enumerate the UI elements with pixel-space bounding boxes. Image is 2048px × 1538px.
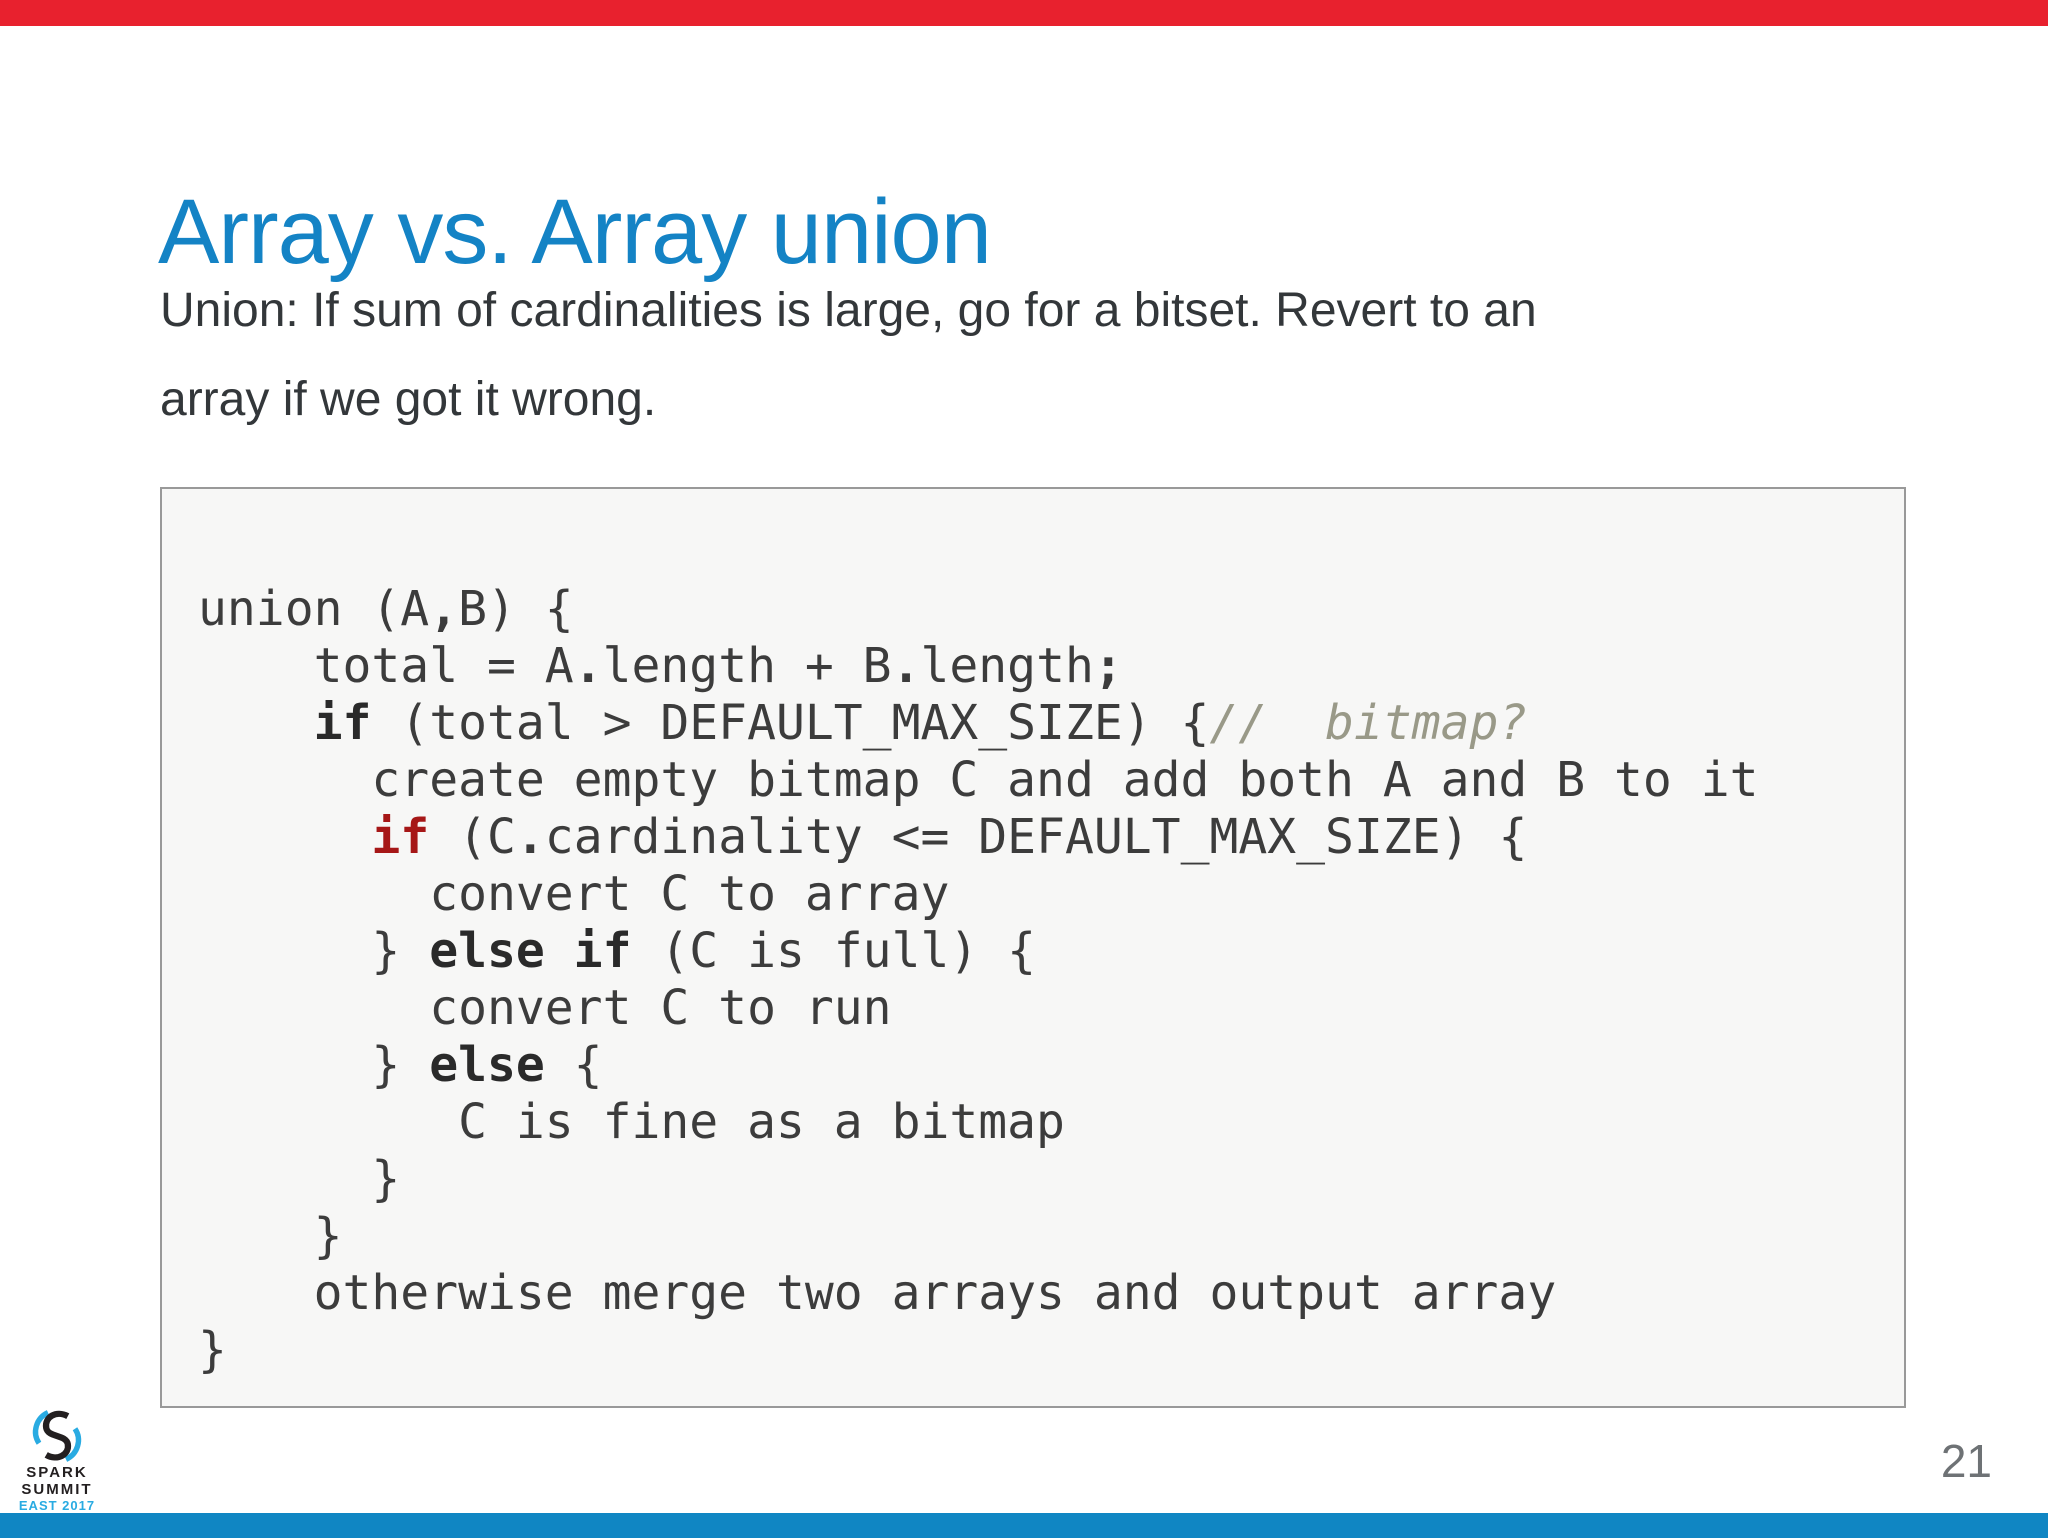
code-segment: .	[573, 638, 603, 694]
code-segment: create empty bitmap C and add both A and…	[198, 752, 1759, 808]
code-segment: convert C to array	[198, 866, 950, 922]
code-segment: .	[891, 638, 921, 694]
body-line-2: array if we got it wrong.	[160, 373, 657, 426]
code-segment: if	[313, 695, 372, 751]
code-segment: C is fine as a bitmap	[198, 1094, 1065, 1150]
code-segment: (C is full) {	[631, 923, 1037, 979]
code-segment: {	[544, 1037, 603, 1093]
top-red-bar	[0, 0, 2048, 26]
code-segment: if	[371, 809, 430, 865]
code-segment: else	[429, 1037, 545, 1093]
code-segment	[198, 809, 371, 865]
code-segment	[198, 695, 314, 751]
code-segment: (total > DEFAULT_MAX_SIZE) {	[371, 695, 1210, 751]
code-segment: length + B	[602, 638, 892, 694]
code-segment: }	[198, 1151, 401, 1207]
code-segment: union (A	[198, 581, 430, 637]
spark-summit-logo: SPARK SUMMIT EAST 2017	[16, 1408, 98, 1513]
page-number: 21	[1940, 1435, 1992, 1487]
code-segment: convert C to run	[198, 980, 892, 1036]
code-segment: }	[198, 1322, 227, 1378]
code-line: C is fine as a bitmap	[198, 1094, 1894, 1151]
code-line: }	[198, 1151, 1894, 1208]
code-line: if (total > DEFAULT_MAX_SIZE) {// bitmap…	[198, 695, 1894, 752]
code-line: union (A,B) {	[198, 581, 1894, 638]
code-block: union (A,B) { total = A.length + B.lengt…	[160, 487, 1906, 1408]
code-segment: }	[198, 923, 430, 979]
code-segment: }	[198, 1208, 343, 1264]
code-line: convert C to run	[198, 980, 1894, 1037]
spark-summit-swirl-icon	[32, 1410, 82, 1462]
code-line: otherwise merge two arrays and output ar…	[198, 1265, 1894, 1322]
code-line: } else if (C is full) {	[198, 923, 1894, 980]
code-segment: length	[920, 638, 1094, 694]
code-segment: }	[198, 1037, 430, 1093]
logo-text-spark: SPARK	[26, 1464, 88, 1481]
logo-text-east2017: EAST 2017	[18, 1498, 96, 1513]
code-segment: cardinality <= DEFAULT_MAX_SIZE) {	[544, 809, 1528, 865]
code-segment: else if	[429, 923, 632, 979]
code-segment: .	[515, 809, 545, 865]
code-segment: ,	[429, 581, 459, 637]
code-segment: ;	[1093, 638, 1123, 694]
code-line: convert C to array	[198, 866, 1894, 923]
code-segment: B) {	[458, 581, 574, 637]
page-title: Array vs. Array union	[158, 180, 992, 283]
code-line: }	[198, 1208, 1894, 1265]
bottom-blue-bar	[0, 1513, 2048, 1538]
code-line: create empty bitmap C and add both A and…	[198, 752, 1894, 809]
code-segment: total = A	[198, 638, 574, 694]
code-content: union (A,B) { total = A.length + B.lengt…	[162, 489, 1904, 1379]
code-segment: // bitmap?	[1209, 695, 1528, 751]
code-segment: (C	[429, 809, 516, 865]
code-line: } else {	[198, 1037, 1894, 1094]
body-line-1: Union: If sum of cardinalities is large,…	[160, 284, 1537, 337]
code-segment: otherwise merge two arrays and output ar…	[198, 1265, 1557, 1321]
code-line: total = A.length + B.length;	[198, 638, 1894, 695]
code-line: if (C.cardinality <= DEFAULT_MAX_SIZE) {	[198, 809, 1894, 866]
logo-text-summit: SUMMIT	[21, 1481, 93, 1498]
body-text: Union: If sum of cardinalities is large,…	[160, 266, 1860, 444]
code-line: }	[198, 1322, 1894, 1379]
